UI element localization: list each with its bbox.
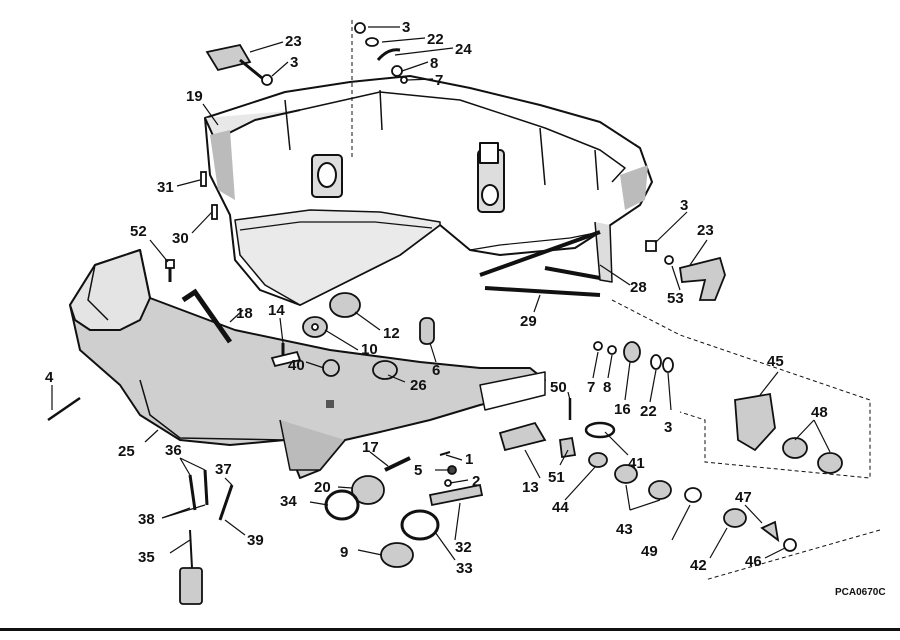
callout-label: 42 [690, 557, 707, 574]
callout-label: 53 [667, 290, 684, 307]
callout-label: 47 [735, 489, 752, 506]
callout-label: 18 [236, 305, 253, 322]
callout-labels: 23 3 19 3 22 24 8 7 31 30 52 3 23 28 53 … [45, 19, 828, 577]
callout-label: 28 [630, 279, 647, 296]
callout-label: 22 [427, 31, 444, 48]
callout-label: 26 [410, 377, 427, 394]
callout-label: 46 [745, 553, 762, 570]
callout-label: 7 [587, 379, 595, 396]
callout-label: 9 [340, 544, 348, 561]
small-parts [47, 22, 843, 605]
upper-cover [204, 75, 653, 306]
callout-label: 50 [550, 379, 567, 396]
callout-label: 39 [247, 532, 264, 549]
callout-label: 43 [616, 521, 633, 538]
leader-lines [51, 26, 831, 561]
callout-label: 25 [118, 443, 135, 460]
callout-label: 35 [138, 549, 155, 566]
callout-label: 37 [215, 461, 232, 478]
drawing-code: PCA0670C [835, 587, 886, 598]
callout-label: 33 [456, 560, 473, 577]
callout-label: 5 [414, 462, 422, 479]
callout-label: 38 [138, 511, 155, 528]
callout-label: 36 [165, 442, 182, 459]
callout-label: 6 [432, 362, 440, 379]
callout-label: 52 [130, 223, 147, 240]
callout-label: 3 [290, 54, 298, 71]
callout-label: 22 [640, 403, 657, 420]
callout-label: 2 [472, 473, 480, 490]
callout-label: 1 [465, 451, 473, 468]
callout-label: 48 [811, 404, 828, 421]
callout-label: 31 [157, 179, 174, 196]
callout-label: 20 [314, 479, 331, 496]
callout-label: 34 [280, 493, 297, 510]
callout-label: 12 [383, 325, 400, 342]
callout-label: 10 [361, 341, 378, 358]
callout-label: 32 [455, 539, 472, 556]
callout-label: 29 [520, 313, 537, 330]
callout-label: 3 [664, 419, 672, 436]
callout-label: 51 [548, 469, 565, 486]
callout-label: 8 [603, 379, 611, 396]
callout-label: 44 [552, 499, 569, 516]
callout-label: 19 [186, 88, 203, 105]
callout-label: 24 [455, 41, 472, 58]
callout-label: 17 [362, 439, 379, 456]
callout-label: 40 [288, 357, 305, 374]
callout-label: 23 [285, 33, 302, 50]
callout-label: 13 [522, 479, 539, 496]
callout-label: 49 [641, 543, 658, 560]
lower-cover [69, 249, 546, 479]
callout-label: 3 [680, 197, 688, 214]
callout-label: 23 [697, 222, 714, 239]
callout-label: 30 [172, 230, 189, 247]
callout-label: 7 [435, 72, 443, 89]
callout-label: 45 [767, 353, 784, 370]
callout-label: 14 [268, 302, 285, 319]
reference-lines [351, 20, 881, 581]
callout-label: 3 [402, 19, 410, 36]
bottom-rule [0, 628, 900, 631]
callout-label: 41 [628, 455, 645, 472]
callout-label: 16 [614, 401, 631, 418]
callout-label: 4 [45, 369, 54, 386]
callout-label: 8 [430, 55, 438, 72]
